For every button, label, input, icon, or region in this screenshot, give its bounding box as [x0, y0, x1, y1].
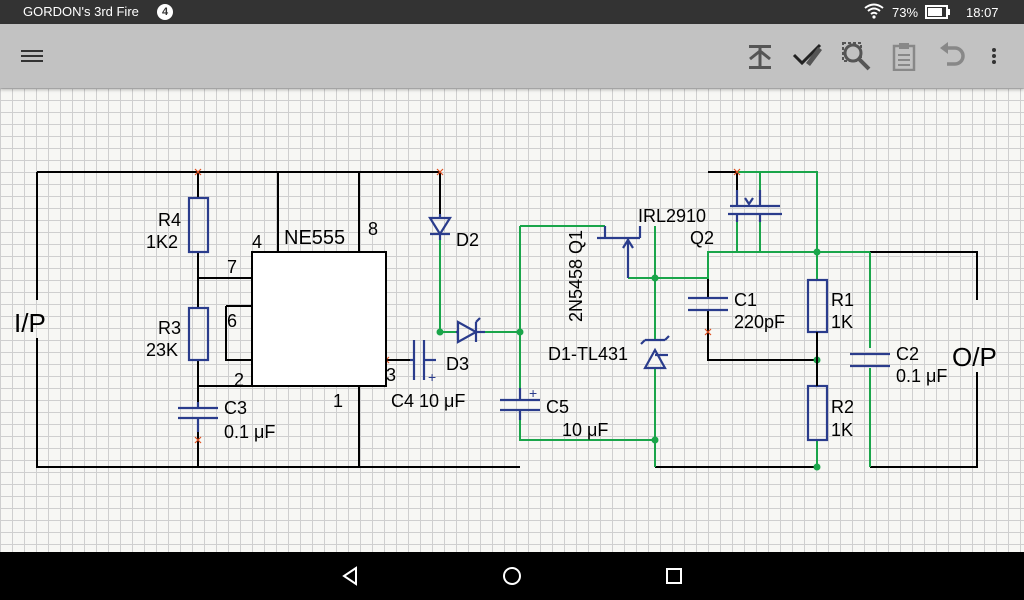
r3-name: R3 — [158, 318, 181, 338]
wires-black — [36, 171, 978, 468]
battery-percent: 73% — [892, 5, 919, 20]
c1-value: 220pF — [734, 312, 785, 332]
q2-part: IRL2910 — [638, 206, 706, 226]
d3-name: D3 — [446, 354, 469, 374]
r3-value: 23K — [146, 340, 178, 360]
menu-icon[interactable] — [12, 36, 52, 76]
capacitor-c4[interactable] — [410, 340, 436, 380]
pin-8: 8 — [368, 219, 378, 239]
capacitor-c1[interactable] — [688, 296, 728, 312]
ic-ne555[interactable] — [251, 251, 387, 387]
c4-label: C4 10 μF — [391, 391, 465, 411]
pin-1: 1 — [333, 391, 343, 411]
recents-icon[interactable] — [662, 564, 686, 588]
input-label: I/P — [14, 308, 46, 338]
pin-2: 2 — [234, 370, 244, 390]
capacitor-c2[interactable] — [850, 352, 890, 368]
c4-plus: + — [428, 369, 436, 385]
home-icon[interactable] — [500, 564, 524, 588]
wifi-icon — [864, 3, 884, 22]
pin-7: 7 — [227, 257, 237, 277]
system-nav-bar — [0, 552, 1024, 600]
undo-icon[interactable] — [932, 36, 972, 76]
c3-name: C3 — [224, 398, 247, 418]
notification-badge: 4 — [157, 4, 173, 20]
c3-value: 0.1 μF — [224, 422, 275, 442]
diode-d2[interactable] — [428, 214, 452, 240]
output-label: O/P — [952, 342, 997, 372]
resistor-r1[interactable] — [806, 278, 829, 334]
pin-6: 6 — [227, 311, 237, 331]
back-icon[interactable] — [338, 564, 362, 588]
clipboard-icon[interactable] — [884, 36, 924, 76]
r4-name: R4 — [158, 210, 181, 230]
d1-label: D1-TL431 — [548, 344, 628, 364]
r1-name: R1 — [831, 290, 854, 310]
more-vert-icon[interactable] — [974, 36, 1014, 76]
d2-name: D2 — [456, 230, 479, 250]
junctions — [436, 248, 821, 471]
r2-value: 1K — [831, 420, 853, 440]
pin-4: 4 — [252, 232, 262, 252]
app-title: GORDON's 3rd Fire — [23, 4, 139, 19]
c1-name: C1 — [734, 290, 757, 310]
c2-value: 0.1 μF — [896, 366, 947, 386]
zoom-icon[interactable] — [836, 36, 876, 76]
component-icon[interactable] — [740, 36, 780, 76]
schematic-canvas[interactable]: I/P O/P R4 1K2 R3 23K C3 0.1 μF NE555 4 … — [0, 88, 1024, 552]
capacitor-c5[interactable] — [500, 388, 540, 420]
resistor-r4[interactable] — [187, 196, 210, 254]
capacitor-c3[interactable] — [178, 402, 218, 432]
transistor-q2[interactable] — [728, 190, 782, 222]
draw-wire-icon[interactable] — [788, 36, 828, 76]
battery-icon — [925, 5, 951, 22]
r4-value: 1K2 — [146, 232, 178, 252]
app-toolbar — [0, 24, 1024, 88]
resistor-r2[interactable] — [806, 384, 829, 442]
r1-value: 1K — [831, 312, 853, 332]
c2-name: C2 — [896, 344, 919, 364]
transistor-q1[interactable] — [597, 226, 642, 278]
r2-name: R2 — [831, 397, 854, 417]
diode-d3[interactable] — [456, 317, 485, 344]
zener-d1[interactable] — [640, 335, 670, 370]
ic-name: NE555 — [284, 227, 345, 249]
q1-label: 2N5458 Q1 — [566, 230, 586, 322]
resistor-r3[interactable] — [187, 306, 210, 362]
pin-3: 3 — [386, 365, 396, 385]
wires-green — [439, 171, 871, 467]
c5-value: 10 μF — [562, 420, 608, 440]
c5-name: C5 — [546, 397, 569, 417]
clock: 18:07 — [966, 5, 999, 20]
c5-plus: + — [529, 385, 537, 401]
status-bar: GORDON's 3rd Fire 4 73% 18:07 — [0, 0, 1024, 24]
q2-name: Q2 — [690, 228, 714, 248]
